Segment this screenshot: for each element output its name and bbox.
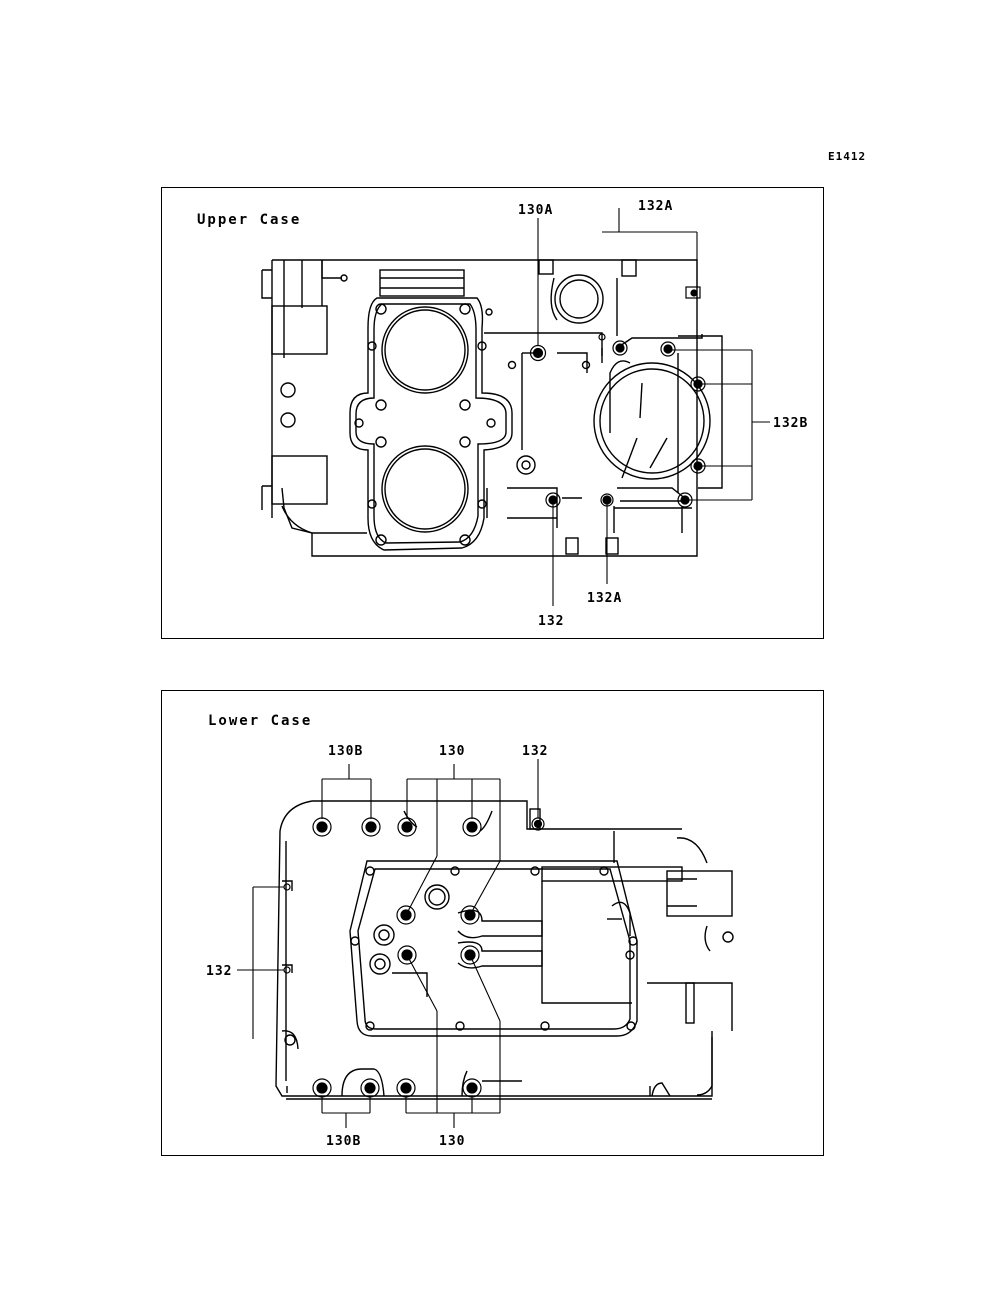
callout-130A: 130A: [518, 203, 553, 218]
lower-case-diagram: 130B 130 132 132 130B 130: [206, 744, 734, 1149]
callout-132-top: 132: [522, 744, 548, 759]
callout-130-top: 130: [439, 744, 465, 759]
lower-case-panel: Lower Case: [161, 690, 824, 1156]
callout-130-bottom: 130: [439, 1134, 465, 1149]
callout-130B-top: 130B: [328, 744, 363, 759]
upper-case-diagram: 130A 132A 132B 132A 132: [261, 199, 808, 629]
callout-132A-top: 132A: [638, 199, 673, 214]
callout-132B: 132B: [773, 416, 808, 431]
callout-132A-bottom: 132A: [587, 591, 622, 606]
lower-case-title: Lower Case: [208, 713, 313, 729]
callout-132: 132: [538, 614, 564, 629]
upper-case-title: Upper Case: [197, 212, 302, 228]
figure-code: E1412: [828, 150, 867, 163]
upper-case-panel: Upper Case: [161, 187, 824, 639]
callout-130B-bottom: 130B: [326, 1134, 361, 1149]
callout-132-left: 132: [206, 964, 232, 979]
